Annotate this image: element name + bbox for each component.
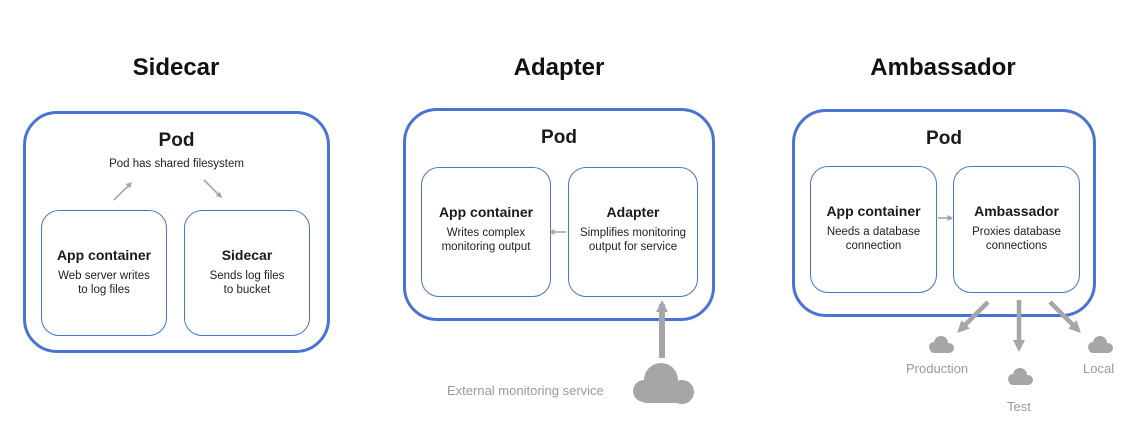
adapter-app-container-desc: Writes complex monitoring output (441, 227, 531, 253)
ambassador-container-title: Ambassador (974, 203, 1059, 219)
ambassador-container: Ambassador Proxies database connections (953, 166, 1080, 293)
test-label: Test (1007, 399, 1031, 414)
sidecar-container: Sidecar Sends log files to bucket (184, 210, 310, 336)
ambassador-pod-title: Pod (926, 128, 962, 149)
production-cloud-icon (929, 336, 954, 353)
ambassador-container-desc: Proxies database connections (972, 226, 1061, 252)
sidecar-app-container: App container Web server writes to log f… (41, 210, 167, 336)
adapter-pod: Pod App container Writes complex monitor… (403, 108, 715, 321)
sidecar-app-container-title: App container (56, 247, 152, 263)
ambassador-heading: Ambassador (870, 54, 1016, 81)
ambassador-pod: Pod App container Needs a database conne… (792, 109, 1096, 317)
adapter-app-container: App container Writes complex monitoring … (421, 167, 551, 297)
production-label: Production (906, 361, 969, 376)
sidecar-app-container-desc: Web server writes to log files (58, 270, 150, 296)
sidecar-pod-title: Pod (158, 130, 195, 151)
ambassador-app-container: App container Needs a database connectio… (810, 166, 937, 293)
adapter-container-title: Adapter (606, 204, 660, 220)
sidecar-pod-note: Pod has shared filesystem (109, 158, 244, 170)
local-label: Local (1083, 361, 1115, 376)
external-monitoring-label: External monitoring service (447, 383, 604, 398)
sidecar-pod: Pod Pod has shared filesystem App contai… (23, 111, 330, 353)
external-monitoring-cloud-icon (633, 363, 694, 404)
adapter-app-container-title: App container (438, 204, 534, 220)
ambassador-app-container-desc: Needs a database connection (826, 226, 921, 252)
adapter-heading: Adapter (513, 54, 605, 81)
sidecar-container-desc: Sends log files to bucket (209, 270, 285, 296)
local-cloud-icon (1088, 336, 1113, 353)
adapter-pod-title: Pod (541, 127, 577, 148)
test-cloud-icon (1008, 368, 1033, 385)
ambassador-app-container-title: App container (826, 203, 921, 219)
sidecar-heading: Sidecar (132, 54, 220, 81)
sidecar-container-title: Sidecar (221, 247, 273, 263)
adapter-container: Adapter Simplifies monitoring output for… (568, 167, 698, 297)
adapter-container-desc: Simplifies monitoring output for service (579, 227, 687, 253)
